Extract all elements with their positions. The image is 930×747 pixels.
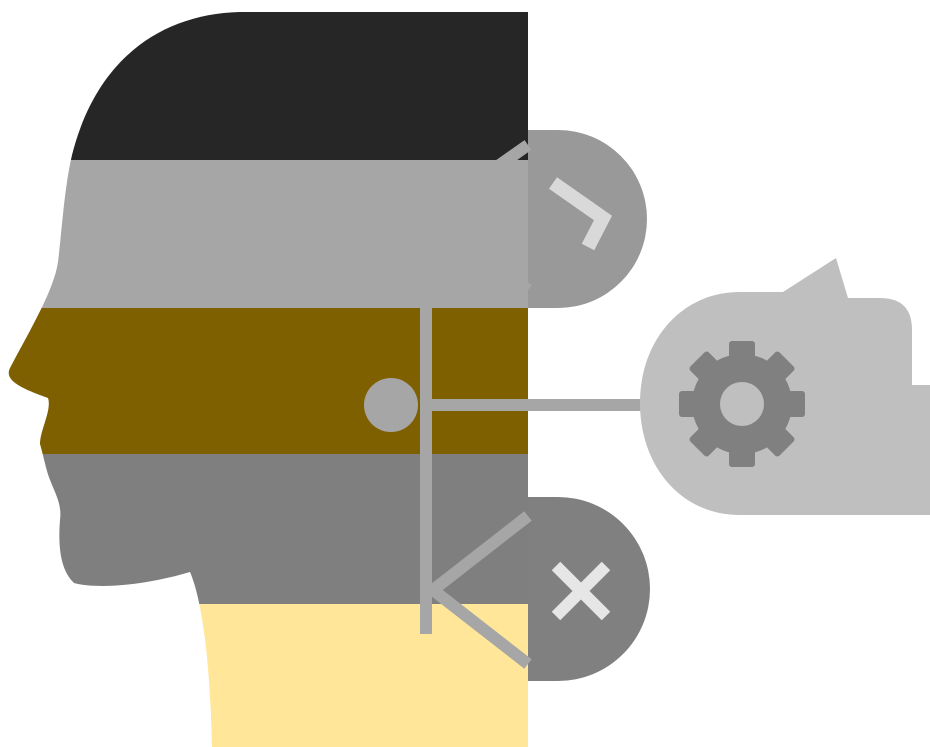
band-neck [0, 604, 528, 747]
node-dot [364, 378, 418, 432]
gear-icon [679, 341, 805, 467]
band-nose [0, 308, 528, 454]
top-bubble [528, 130, 647, 308]
band-eyes [0, 160, 528, 308]
head-silhouette [0, 0, 528, 747]
band-hair [0, 0, 528, 160]
